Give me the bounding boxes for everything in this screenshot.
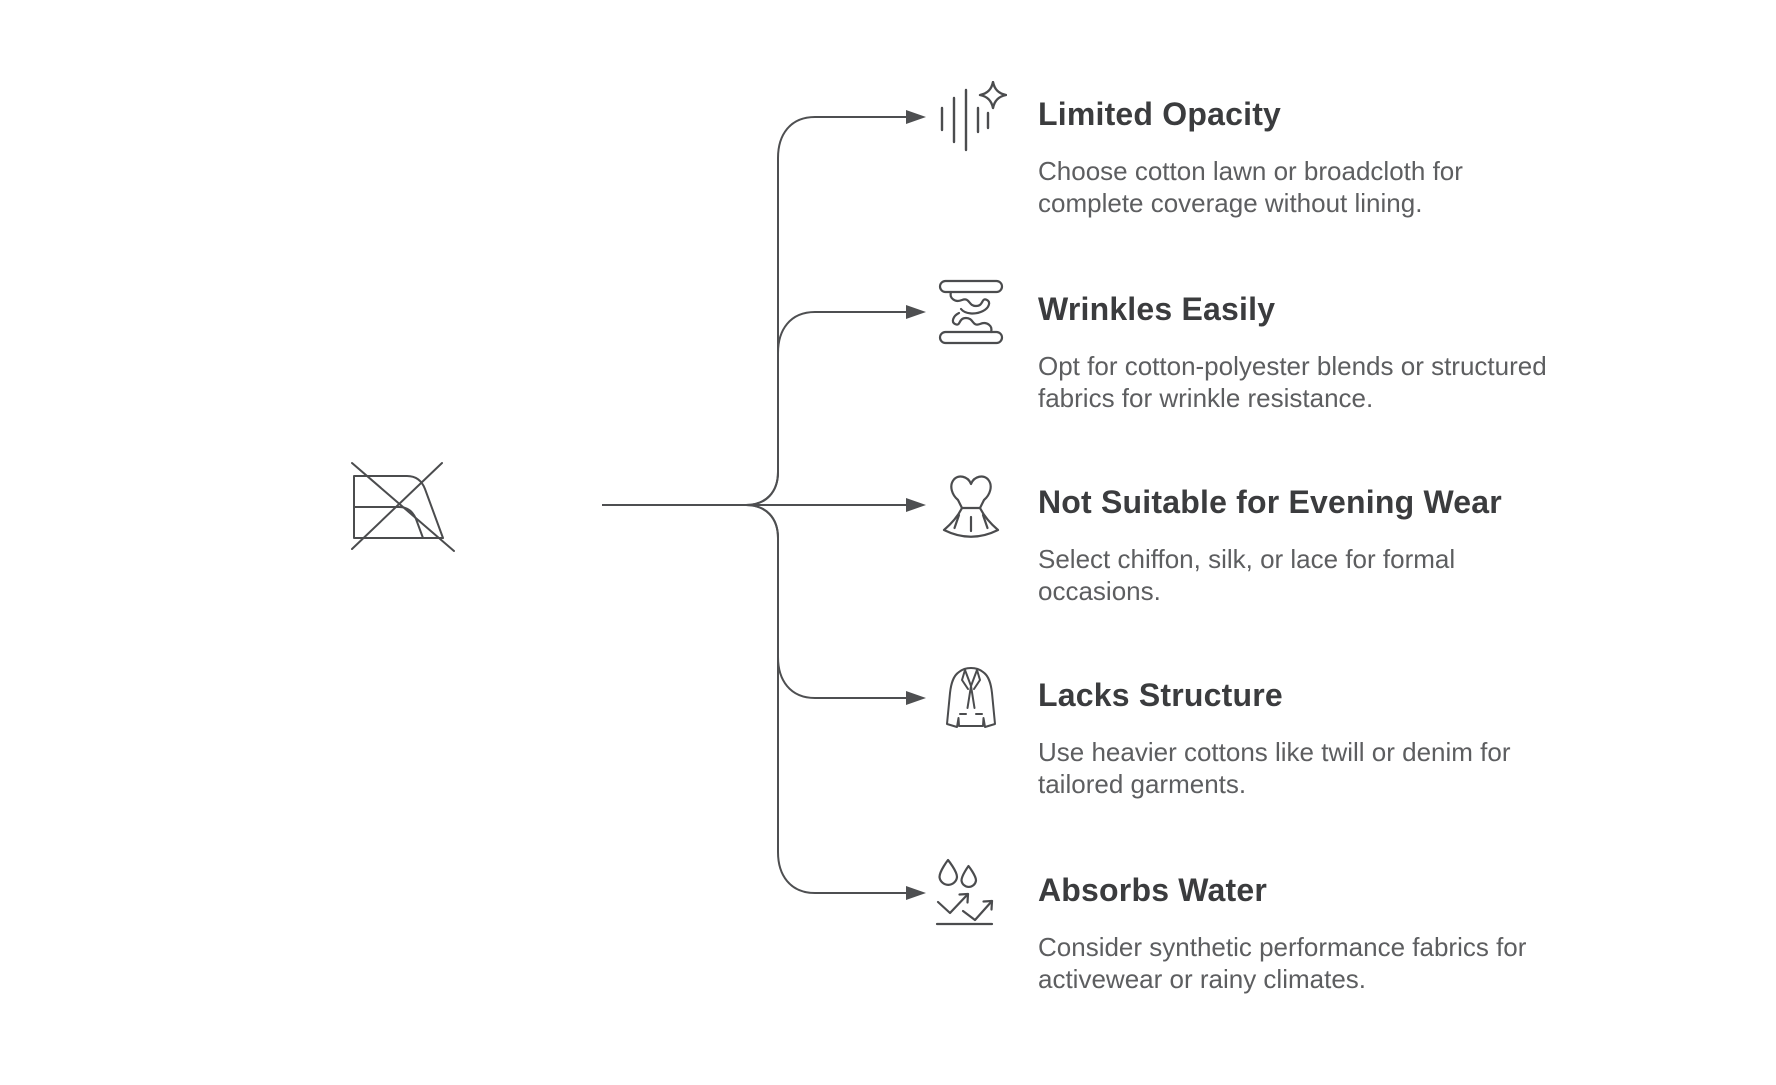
limitation-item-absorbs-water: Absorbs Water Consider synthetic perform… — [934, 856, 1553, 995]
branch-line-1 — [745, 116, 906, 506]
branch-line-4 — [745, 504, 906, 699]
limitation-item-wrinkles-easily: Wrinkles Easily Opt for cotton-polyester… — [934, 275, 1553, 414]
item-title: Wrinkles Easily — [1038, 291, 1276, 327]
branch-line-5 — [745, 504, 906, 894]
crossed-fabric-icon — [350, 460, 462, 554]
item-title: Not Suitable for Evening Wear — [1038, 484, 1502, 520]
evening-dress-icon — [934, 468, 1008, 542]
sheer-fabric-sparkle-icon — [934, 80, 1008, 154]
item-description: Choose cotton lawn or broadcloth for com… — [1038, 156, 1463, 218]
item-description: Select chiffon, silk, or lace for formal… — [1038, 544, 1456, 606]
blazer-icon — [934, 661, 1008, 735]
arrowhead-2 — [906, 305, 926, 319]
item-description: Consider synthetic performance fabrics f… — [1038, 932, 1527, 994]
item-description: Use heavier cottons like twill or denim … — [1038, 737, 1511, 799]
limitation-item-lacks-structure: Lacks Structure Use heavier cottons like… — [934, 661, 1553, 800]
item-title: Limited Opacity — [1038, 96, 1282, 132]
arrowhead-1 — [906, 110, 926, 124]
item-title: Lacks Structure — [1038, 677, 1283, 713]
branch-line-2 — [745, 311, 906, 506]
arrowhead-3 — [906, 498, 926, 512]
limitation-item-limited-opacity: Limited Opacity Choose cotton lawn or br… — [934, 80, 1553, 219]
arrowhead-5 — [906, 886, 926, 900]
item-description: Opt for cotton-polyester blends or struc… — [1038, 351, 1547, 413]
limitation-item-evening-wear: Not Suitable for Evening Wear Select chi… — [934, 468, 1553, 607]
wrinkled-fabric-icon — [934, 275, 1008, 349]
arrowhead-4 — [906, 691, 926, 705]
item-title: Absorbs Water — [1038, 872, 1268, 908]
water-droplets-icon — [934, 856, 1008, 930]
